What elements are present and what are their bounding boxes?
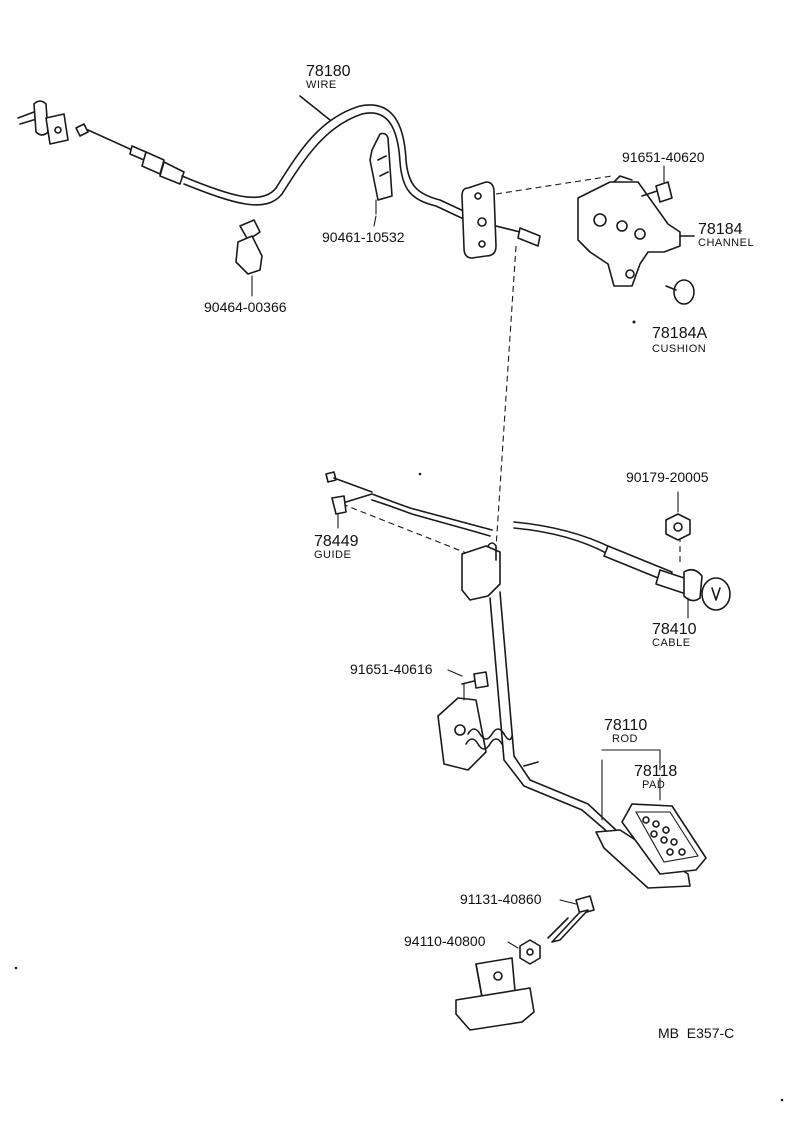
pad-name: PAD <box>642 779 665 791</box>
clip-90464 <box>235 219 263 293</box>
pedal-bracket <box>437 671 513 771</box>
pedal-stopper <box>455 957 535 1031</box>
wire-name: WIRE <box>306 79 337 91</box>
nut-stopper-number: 94110-40800 <box>404 933 486 949</box>
cushion-name: CUSHION <box>652 343 706 355</box>
pedal-rod-78110 <box>461 542 661 835</box>
pad-number: 78118 <box>634 763 677 780</box>
cushion-78184a <box>665 279 695 305</box>
wire-number: 78180 <box>306 63 351 80</box>
bolt-91131-40860 <box>547 895 595 943</box>
cable-number: 78410 <box>652 621 697 638</box>
assembly-dashed-lines <box>341 175 681 566</box>
part-labels: 78180 WIRE 90461-10532 90464-00366 91651… <box>204 63 754 1041</box>
rod-name: ROD <box>612 733 638 745</box>
clamp-90461 <box>369 132 393 215</box>
nut-cable-number: 90179-20005 <box>626 469 709 485</box>
cushion-number: 78184A <box>652 325 707 342</box>
leader-lines <box>251 215 577 949</box>
bolt-stopper-number: 91131-40860 <box>460 891 542 907</box>
bolt-channel-number: 91651-40620 <box>622 149 705 165</box>
nut-90179-20005 <box>665 491 691 541</box>
channel-name: CHANNEL <box>698 237 754 249</box>
throttle-linkage-end <box>17 100 89 145</box>
scan-specks <box>14 320 784 1102</box>
guide-name: GUIDE <box>314 549 351 561</box>
clamp-a-number: 90461-10532 <box>322 229 405 245</box>
cable-name: CABLE <box>652 637 691 649</box>
pedal-pad-78118 <box>595 777 707 889</box>
channel-number: 78184 <box>698 221 743 238</box>
footer-code: MB E357-C <box>658 1025 734 1041</box>
bolt-bracket-number: 91651-40616 <box>350 661 433 677</box>
nut-94110-40800 <box>519 939 541 965</box>
cable-78410 <box>513 521 731 619</box>
rod-number: 78110 <box>604 717 647 734</box>
bolt-91651-40620 <box>641 165 673 203</box>
guide-78449 <box>325 471 493 537</box>
wire-bracket <box>461 181 497 259</box>
clamp-b-number: 90464-00366 <box>204 299 287 315</box>
channel-bracket <box>577 175 695 287</box>
guide-number: 78449 <box>314 533 359 550</box>
